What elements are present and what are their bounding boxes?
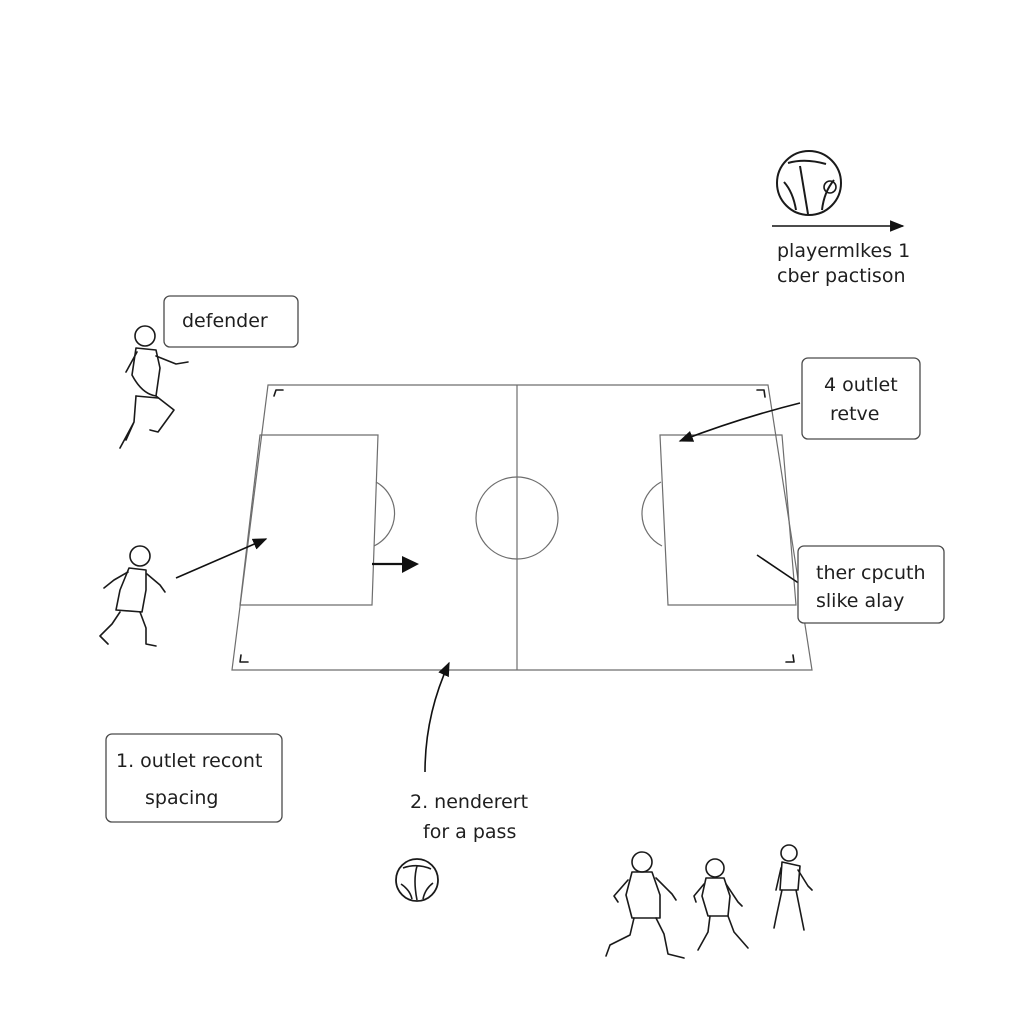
corner-mark-bottom-right [785,654,795,663]
pitch-outline [231,384,813,671]
outlet-4-line-2: retve [830,403,879,425]
outlet-4-callout: 4 outlet retve [801,357,921,440]
runner-figure-2 [693,858,749,951]
player-legend: playermlkes 1 cber pactison [777,240,910,287]
render-pass-line-2: for a pass [423,821,516,843]
outlet-arrow-right [678,402,801,442]
left-penalty-arc [373,481,396,547]
corner-mark-top-right [756,389,766,398]
soccer-pitch [231,384,813,671]
right-penalty-box [659,434,797,606]
render-pass-line-1: 2. nenderert [410,791,528,813]
soccer-ball-icon-small [395,858,439,902]
run-arrow-midfield [372,556,419,573]
soccer-ball-icon [776,150,842,216]
attacker-figure-left [99,545,166,647]
left-penalty-box [239,434,379,606]
center-circle [475,476,559,560]
right-penalty-arc [641,481,663,547]
outlet-1-line-1: 1. outlet recont [116,750,262,772]
outlet-4-line-1: 4 outlet [824,374,898,396]
cpcuth-line-2: slike alay [816,590,904,612]
outlet-1-callout: 1. outlet recont spacing [105,733,283,823]
pass-arrow-bottom [424,661,450,773]
defender-figure [119,325,189,449]
standing-figure [773,844,813,931]
outlet-1-line-2: spacing [145,787,218,809]
player-legend-line-1: playermlkes 1 [777,240,910,262]
runner-figure-1 [605,851,685,959]
defender-label: defender [182,310,268,332]
pass-arrow-left-player [175,538,268,579]
render-pass-note: 2. nenderert for a pass [410,791,528,843]
cpcuth-callout: ther cpcuth slike alay [797,545,945,624]
player-legend-line-2: cber pactison [777,265,906,287]
cpcuth-line-1: ther cpcuth [816,562,926,584]
defender-callout: defender [163,295,299,348]
cpcuth-pointer-line [756,554,801,585]
corner-mark-top-left [273,389,284,397]
corner-mark-bottom-left [239,654,249,663]
